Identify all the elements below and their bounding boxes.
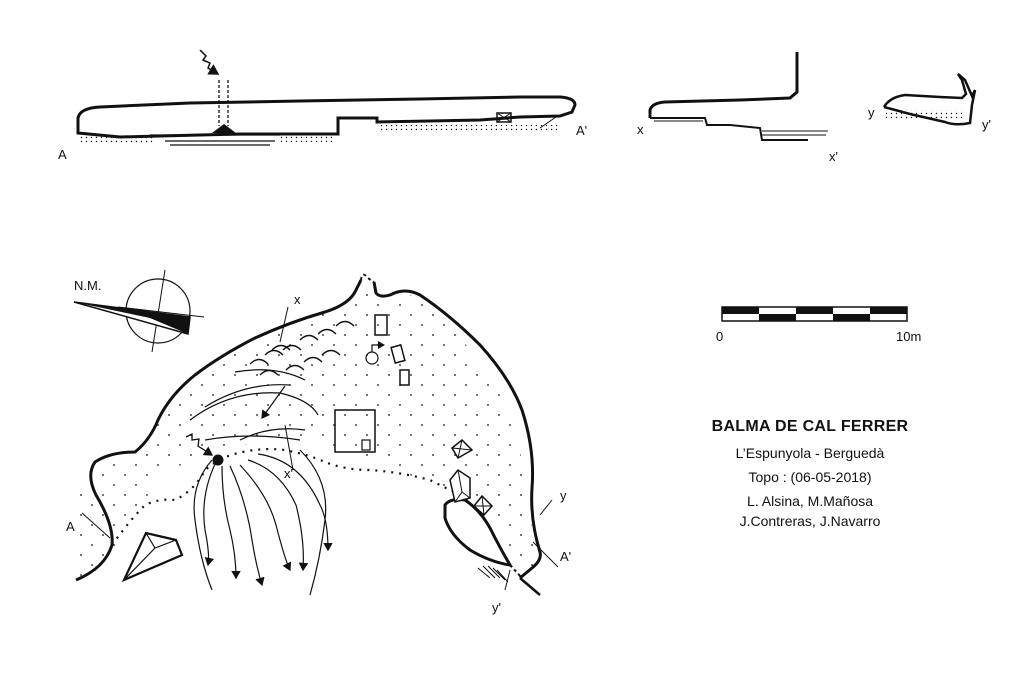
profile-y-floor-dots: [884, 110, 964, 120]
plan-label-a: A: [66, 519, 75, 534]
section-line-y-prime: [504, 569, 511, 591]
authors-line-2: J.Contreras, J.Navarro: [739, 513, 881, 529]
plan-block-1: [374, 314, 388, 336]
profile-a-floor-dots-left: [80, 136, 155, 143]
plan-drip-icon: [185, 432, 214, 456]
plan-sink-point: [212, 454, 224, 466]
plan-label-x: x: [294, 292, 301, 307]
profile-x-floor: [650, 117, 808, 141]
profile-a-a: [76, 49, 577, 146]
plan-scallops: [249, 320, 355, 376]
scale-end-label: 10m: [896, 329, 921, 344]
north-label: N.M.: [74, 278, 101, 293]
profile-x-roof: [648, 52, 799, 118]
profile-a-block: [496, 112, 512, 123]
plan-label-x-prime: x': [284, 466, 293, 481]
title-block: BALMA DE CAL FERRER L’Espunyola - Bergue…: [690, 418, 930, 531]
profile-y-outline: [882, 73, 977, 126]
north-arrow-icon: [73, 269, 205, 353]
plan-boulder: [121, 531, 184, 583]
plan-table-block: [334, 409, 376, 453]
profile-a-deposit: [212, 124, 236, 133]
label-a-prime: A': [576, 123, 587, 138]
plan-label-a-prime: A': [560, 549, 571, 564]
label-y: y: [868, 105, 875, 120]
authors-line-1: L. Alsina, M.Mañosa: [746, 493, 874, 509]
survey-date-text: Topo : (06-05-2018): [748, 469, 872, 485]
label-y-prime: y': [982, 117, 991, 132]
section-line-x-prime: [284, 424, 294, 471]
plan-block-3: [399, 369, 410, 386]
plan-flow-lines: [203, 453, 333, 587]
drip-zigzag-icon: [199, 49, 220, 75]
scale-bar: [721, 306, 908, 322]
profile-y-y: [882, 73, 977, 126]
label-x: x: [637, 122, 644, 137]
profile-a-outline: [76, 95, 577, 139]
location-text: L’Espunyola - Berguedà: [735, 445, 885, 461]
section-line-x: [279, 306, 289, 343]
section-line-y: [539, 499, 553, 516]
map-title: BALMA DE CAL FERRER: [711, 418, 909, 435]
section-line-a: [81, 512, 111, 539]
plan-floor-area: [75, 290, 540, 578]
section-line-a-prime: [532, 541, 559, 568]
plan-slope-lines: [189, 369, 319, 441]
profile-a-floor-dots-mid: [280, 136, 335, 142]
label-x-prime: x': [829, 149, 838, 164]
plan-main-wall: [75, 279, 363, 582]
label-a: A: [58, 147, 67, 162]
plan-block-2: [390, 344, 406, 364]
profile-x-x: [648, 52, 828, 141]
profile-a-floor-dots-right: [380, 125, 560, 132]
plan-label-y: y: [560, 488, 567, 503]
plan-label-y-prime: y': [492, 600, 501, 615]
scale-start-label: 0: [716, 329, 723, 344]
cave-plan: [75, 273, 559, 596]
